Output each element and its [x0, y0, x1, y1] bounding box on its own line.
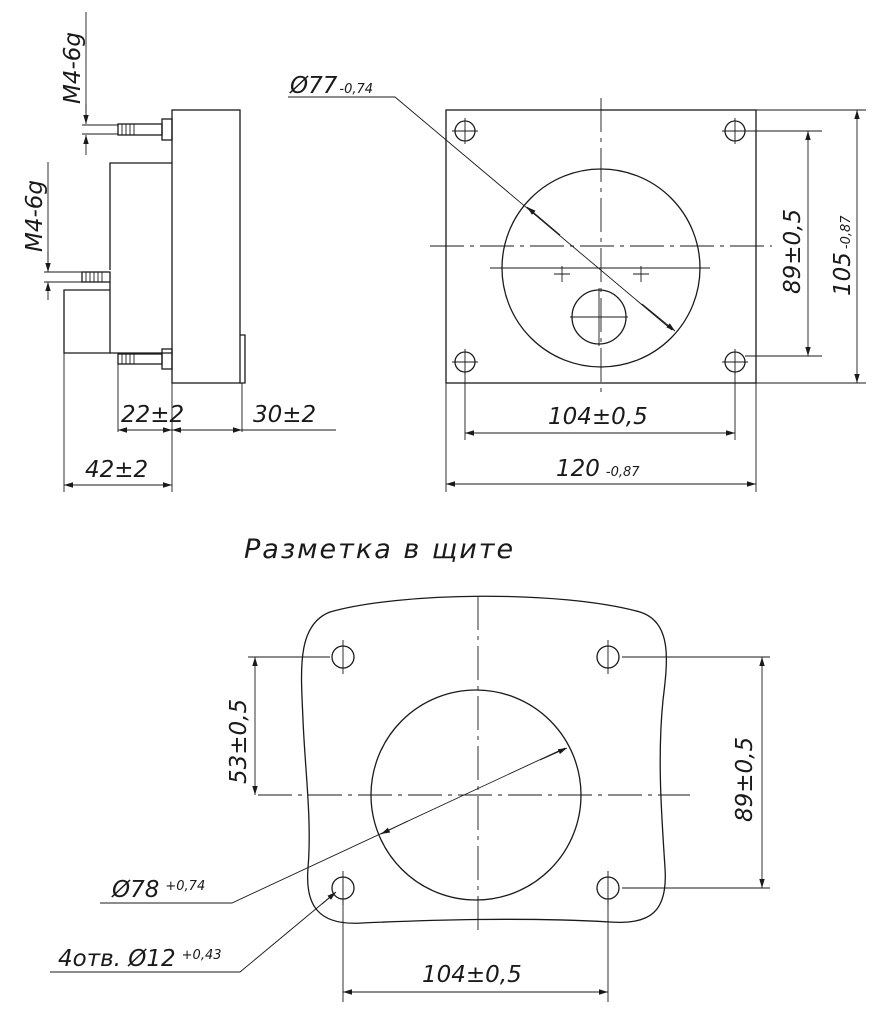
dim-53-label: 53±0,5: [226, 699, 252, 784]
holes-leader: [50, 892, 336, 973]
top-stud-ext: [82, 124, 118, 135]
dim-105-label: 105-0,87: [830, 215, 856, 296]
side-cylinder: [63, 289, 110, 354]
mid-stud-ext: [44, 271, 82, 283]
bottom-stud-nut: [161, 348, 173, 370]
mid-stud: [81, 271, 111, 283]
dim-30-label: 30±2: [253, 402, 316, 428]
section-title: Разметка в щите: [244, 534, 515, 565]
side-flange: [240, 334, 246, 384]
panel-holes: [331, 640, 620, 905]
cutout-diameter-label: Ø78+0,74: [111, 877, 205, 903]
dial-screws: [554, 266, 649, 282]
diameter-label: Ø77-0,74: [289, 73, 373, 99]
diameter-leader: [288, 96, 673, 331]
front-view: Ø77-0,74 89±0,5 105-0,87 104±0,5 120-0,8…: [288, 73, 866, 492]
top-stud-thread: [121, 124, 135, 135]
bottom-stud-thread: [121, 354, 135, 364]
bottom-stud: [117, 353, 163, 365]
thread-mid-label: M4-6g: [22, 180, 48, 252]
panel-dim-104-label: 104±0,5: [422, 962, 522, 988]
dim-104-label: 104±0,5: [548, 404, 648, 430]
side-body: [171, 109, 241, 384]
side-ext-lines: [63, 353, 243, 492]
panel-outline: [300, 595, 668, 924]
side-housing: [109, 162, 172, 354]
dim-22-label: 22±2: [121, 402, 184, 428]
panel-cutout-view: 53±0,5 89±0,5 Ø78+0,74 4отв. Ø12+0,43 10…: [50, 595, 770, 1002]
side-view: M4-6g M4-6g 22±2 30±2 42±2: [22, 12, 336, 492]
top-stud: [117, 123, 163, 136]
mid-stud-thread: [85, 272, 103, 282]
thread-top-label: M4-6g: [60, 32, 86, 104]
dim-89-label: 89±0,5: [780, 209, 806, 294]
dim-42-label: 42±2: [85, 457, 148, 483]
holes-label: 4отв. Ø12+0,43: [58, 946, 222, 972]
top-stud-nut: [161, 118, 173, 141]
dim-120-label: 120-0,87: [556, 456, 640, 482]
cutout-diameter-leader: [100, 747, 566, 904]
mount-holes: [452, 118, 748, 375]
panel-dim-89-label: 89±0,5: [732, 737, 758, 822]
